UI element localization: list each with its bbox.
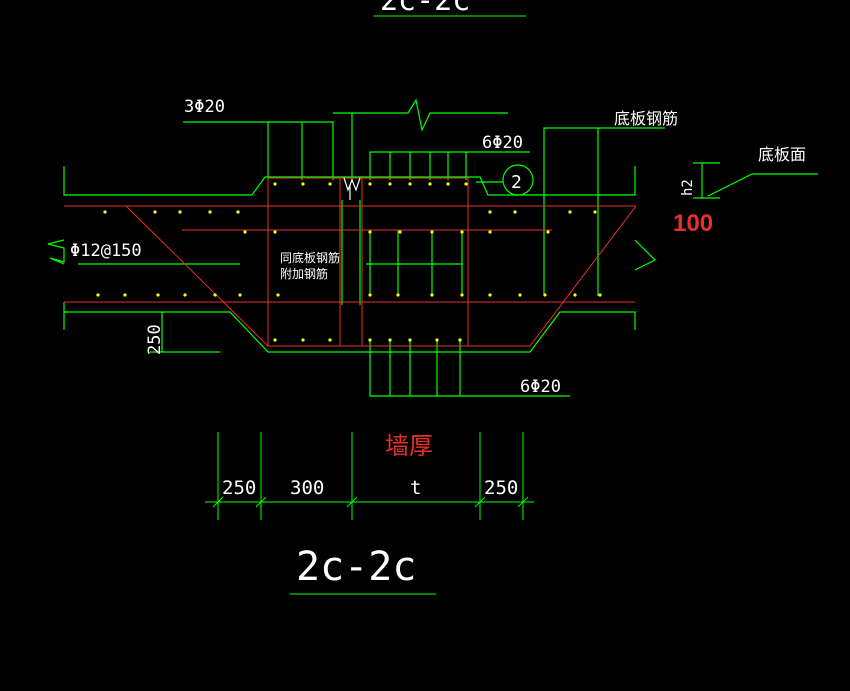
depth-label: 250 <box>145 324 165 355</box>
bottom-bars-label: 6Φ20 <box>520 377 561 397</box>
mid-bars-label: 6Φ20 <box>482 133 523 153</box>
top-bars-label: 3Φ20 <box>184 97 225 117</box>
inner-note-2: 附加钢筋 <box>280 266 328 281</box>
section-title: 2c-2c <box>296 544 416 590</box>
slab-face-label: 底板面 <box>758 145 806 164</box>
top-cut-title: 2c-2c <box>380 0 470 18</box>
distribution-bars-label: Φ12@150 <box>70 241 142 261</box>
top-title-fragment: 2c-2c <box>373 0 526 18</box>
h2-value: 100 <box>673 210 713 237</box>
dim-t: t <box>410 477 421 499</box>
dim-250-left: 250 <box>222 477 256 499</box>
circle-mark: 2 <box>511 172 522 193</box>
wall-thickness-label: 墙厚 <box>385 432 433 460</box>
rebar-dots <box>96 182 602 342</box>
dim-300: 300 <box>290 477 324 499</box>
h2-label: h2 <box>680 179 696 196</box>
slab-rebar-label: 底板钢筋 <box>614 109 678 128</box>
hook-symbol <box>343 177 361 200</box>
dim-250-right: 250 <box>484 477 518 499</box>
inner-note-1: 同底板钢筋 <box>280 250 340 265</box>
dimension-line <box>205 432 534 520</box>
concrete-outline <box>47 98 818 397</box>
rebar-lines <box>64 177 637 347</box>
